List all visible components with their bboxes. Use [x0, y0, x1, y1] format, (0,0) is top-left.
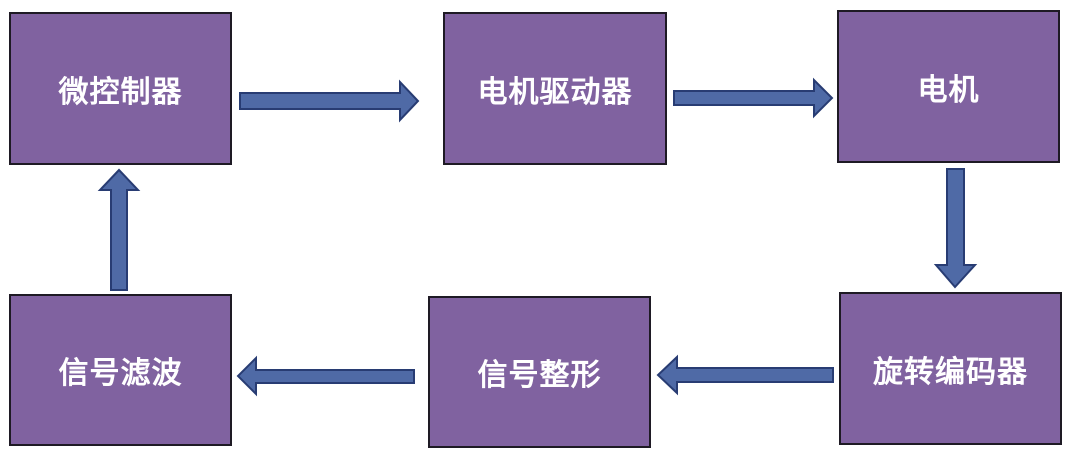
motor-label: 电机: [917, 72, 980, 108]
signal-shaping-label: 信号整形: [477, 358, 602, 393]
arrow-motor-to-encoder: [933, 168, 978, 289]
motor-driver-box: 电机驱动器: [443, 12, 667, 165]
arrow-driver-to-motor: [673, 77, 834, 119]
microcontroller-box: 微控制器: [9, 12, 232, 165]
motor-driver-label: 电机驱动器: [477, 74, 633, 110]
arrow-filtering-to-mcu: [97, 168, 141, 291]
arrow-shaping-to-filtering: [236, 355, 415, 397]
signal-shaping-box: 信号整形: [428, 296, 651, 448]
arrow-encoder-to-shaping: [656, 354, 834, 396]
rotary-encoder-box: 旋转编码器: [839, 292, 1062, 445]
signal-filtering-label: 信号滤波: [58, 356, 183, 391]
motor-box: 电机: [837, 10, 1060, 163]
signal-filtering-box: 信号滤波: [9, 294, 232, 446]
rotary-encoder-label: 旋转编码器: [873, 354, 1028, 390]
microcontroller-label: 微控制器: [58, 74, 183, 110]
arrow-mcu-to-driver: [239, 79, 420, 123]
